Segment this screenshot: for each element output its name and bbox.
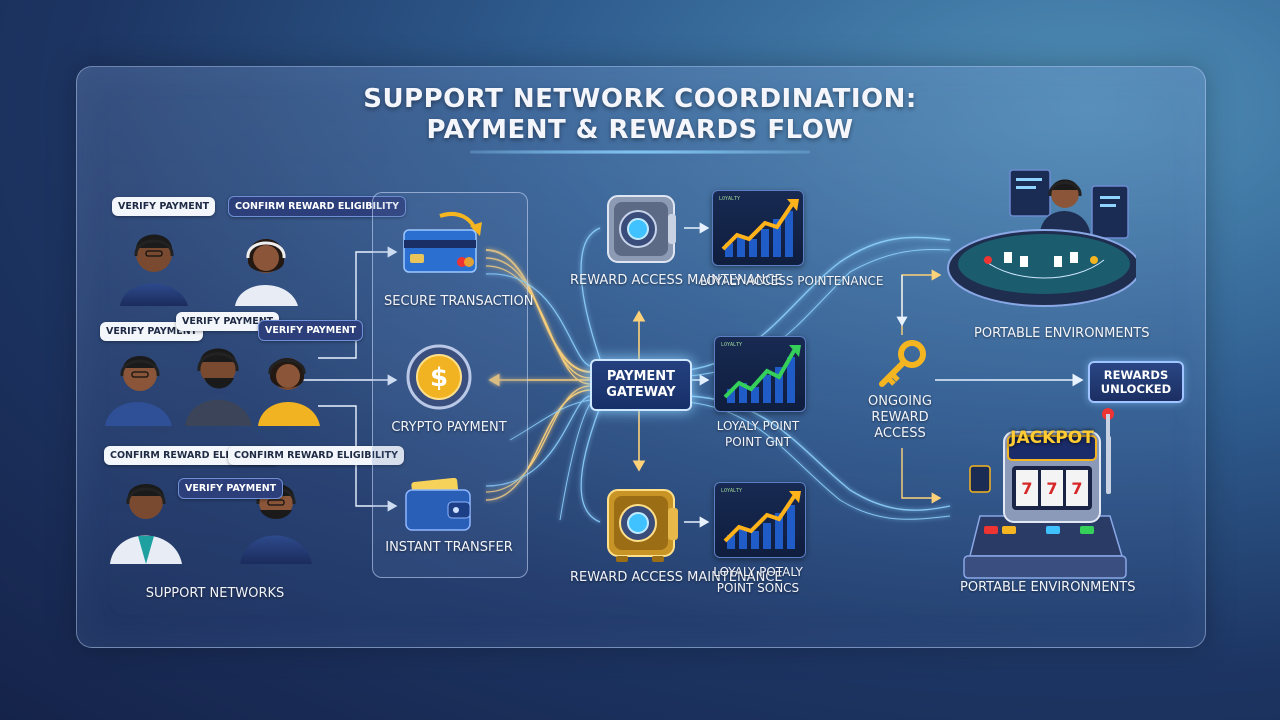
credit-card-icon bbox=[403, 212, 482, 273]
trend-chart-green-icon bbox=[723, 345, 801, 403]
payment-gateway-label: PAYMENT GATEWAY bbox=[606, 369, 676, 400]
reward-access-maintenance-bottom-label: REWARD ACCESS MAINTENANCE bbox=[570, 570, 783, 585]
agent-6 bbox=[110, 484, 182, 564]
reward-vault-top-icon bbox=[607, 195, 676, 263]
loyalty-top-label: LOYALY ACCESS POINTENANCE bbox=[700, 274, 884, 288]
svg-text:$: $ bbox=[430, 363, 448, 393]
speech-bubble-4: VERIFY PAYMENT bbox=[176, 312, 280, 331]
loyalty-chart-middle: LOYALTY bbox=[714, 336, 806, 412]
agent-4 bbox=[185, 348, 252, 426]
speech-bubble-2: CONFIRM REWARD ELIGIBILITY bbox=[228, 196, 406, 217]
reward-vault-bottom-icon bbox=[607, 489, 678, 562]
loyalty-middle-label: LOYALY POINT POINT GNT bbox=[716, 419, 800, 449]
diagram-title: SUPPORT NETWORK COORDINATION: PAYMENT & … bbox=[0, 84, 1280, 146]
speech-bubble-8: VERIFY PAYMENT bbox=[178, 478, 284, 499]
slot-machine-icon: 7 7 7 bbox=[963, 408, 1127, 579]
casino-table-dealer-icon bbox=[947, 169, 1136, 307]
agent-3 bbox=[105, 356, 172, 426]
chart-header-text: LOYALTY bbox=[721, 488, 743, 494]
chart-header-text: LOYALTY bbox=[721, 342, 743, 348]
title-line-1: SUPPORT NETWORK COORDINATION: bbox=[363, 84, 917, 114]
agent-5 bbox=[258, 358, 320, 426]
speech-bubble-5: VERIFY PAYMENT bbox=[258, 320, 364, 341]
svg-text:7: 7 bbox=[1021, 479, 1032, 498]
blue-strands bbox=[485, 227, 951, 523]
ongoing-reward-access-label: ONGOING REWARD ACCESS bbox=[868, 394, 932, 441]
instant-transfer-label: INSTANT TRANSFER bbox=[385, 540, 513, 555]
loyalty-chart-bottom: LOYALTY bbox=[714, 482, 806, 558]
reward-access-maintenance-top-label: REWARD ACCESS MAINTENANCE bbox=[570, 273, 783, 288]
secure-transaction-label: SECURE TRANSACTION bbox=[384, 294, 534, 309]
trend-chart-up-icon bbox=[721, 199, 799, 257]
support-networks-caption: SUPPORT NETWORKS bbox=[145, 586, 285, 601]
title-glow bbox=[470, 150, 810, 154]
title-line-2: PAYMENT & REWARDS FLOW bbox=[426, 115, 854, 145]
speech-bubble-7: CONFIRM REWARD ELIGIBILITY bbox=[228, 446, 404, 465]
payment-gateway: PAYMENT GATEWAY bbox=[590, 359, 692, 411]
svg-text:7: 7 bbox=[1071, 479, 1082, 498]
loyalty-bottom-label: LOYALY POTALY POINT SONCS bbox=[713, 565, 803, 595]
agent-2 bbox=[235, 239, 298, 306]
rewards-unlocked-badge: REWARDS UNLOCKED bbox=[1088, 361, 1184, 403]
agent-1 bbox=[120, 234, 188, 306]
crypto-payment-label: CRYPTO PAYMENT bbox=[391, 420, 507, 435]
jackpot-marquee: JACKPOT bbox=[1010, 428, 1094, 448]
svg-text:7: 7 bbox=[1046, 479, 1057, 498]
portable-environments-top-label: PORTABLE ENVIRONMENTS bbox=[974, 326, 1150, 341]
golden-key-icon bbox=[879, 340, 926, 387]
crypto-coin-icon: $ bbox=[406, 344, 472, 410]
support-agents-group bbox=[105, 234, 320, 564]
rewards-unlocked-label: REWARDS UNLOCKED bbox=[1100, 368, 1172, 396]
wallet-icon bbox=[405, 478, 471, 531]
speech-bubble-1: VERIFY PAYMENT bbox=[112, 197, 216, 216]
portable-environments-bottom-label: PORTABLE ENVIRONMENTS bbox=[960, 580, 1136, 595]
trend-chart-bottom-icon bbox=[723, 491, 801, 549]
chart-header-text: LOYALTY bbox=[719, 196, 741, 202]
gold-strands bbox=[485, 249, 591, 501]
loyalty-chart-top: LOYALTY bbox=[712, 190, 804, 266]
